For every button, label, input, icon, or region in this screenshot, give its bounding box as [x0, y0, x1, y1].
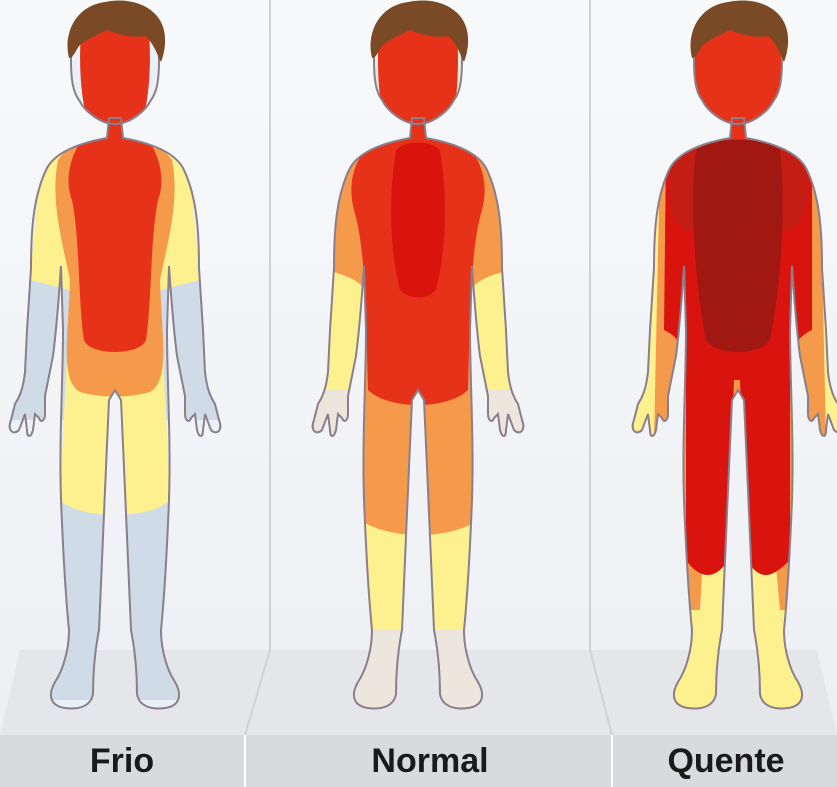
- label-warm: Quente: [667, 742, 784, 780]
- label-cold: Frio: [90, 742, 154, 780]
- label-normal: Normal: [371, 742, 488, 780]
